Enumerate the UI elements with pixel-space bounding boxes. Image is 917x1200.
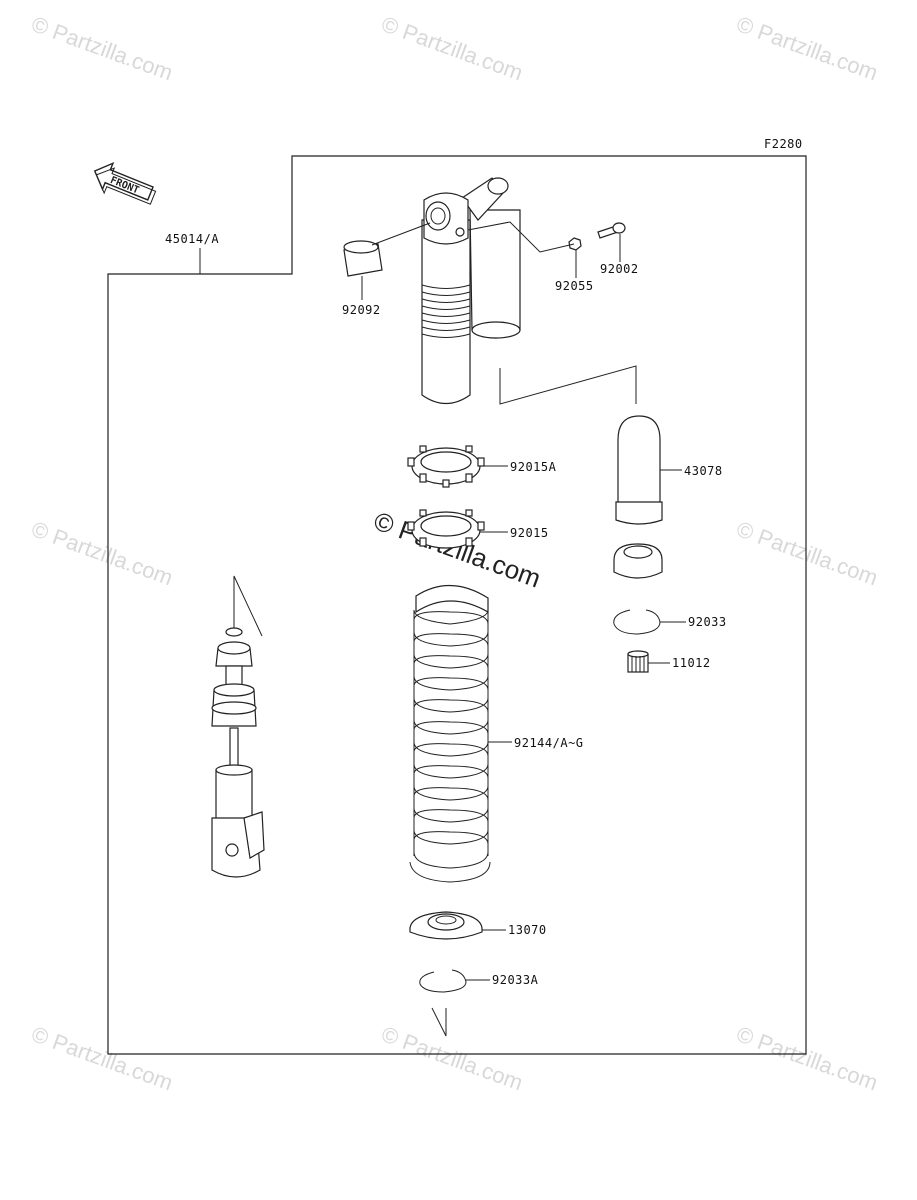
front-arrow-icon: FRONT [93,161,157,205]
label-92002: 92002 [600,262,639,276]
leader-92055 [467,221,575,253]
part-13070-seat [409,911,483,940]
part-92144-spring [409,584,491,883]
label-11012: 11012 [672,656,711,670]
part-92033-circlip [613,609,661,635]
watermark-text: © Partzilla.com [733,516,881,590]
leader-bottom [431,1007,447,1037]
label-92033A: 92033A [492,973,539,987]
assembly-frame [107,155,807,1055]
label-92144: 92144/A~G [514,736,584,750]
damper-rod-illustration [211,575,265,878]
label-92015: 92015 [510,526,549,540]
watermark-text: © Partzilla.com [733,1021,881,1095]
part-92015-nut [407,509,485,549]
watermark-text: © Partzilla.com [378,1021,526,1095]
label-92033: 92033 [688,615,727,629]
label-92015A: 92015A [510,460,557,474]
part-92092-bushing [343,240,383,277]
watermark-text: © Partzilla.com [28,11,176,85]
watermark-text: © Partzilla.com [378,11,526,85]
label-92055: 92055 [555,279,594,293]
label-45014: 45014/A [165,232,219,246]
label-43078: 43078 [684,464,723,478]
part-reservoir-cap [613,543,663,579]
leader-43078-group [499,365,637,405]
part-11012-valve [627,650,649,673]
watermark-text: © Partzilla.com [28,1021,176,1095]
part-92002-bolt [597,222,626,239]
label-92092: 92092 [342,303,381,317]
part-92055-oring [568,237,582,251]
leader-92092 [371,222,431,246]
part-92033A-circlip [419,969,467,993]
part-43078-bladder [615,415,663,525]
watermark-text: © Partzilla.com [733,11,881,85]
part-92015A-locknut [407,445,485,488]
watermark-text: © Partzilla.com [28,516,176,590]
label-13070: 13070 [508,923,547,937]
shock-body-illustration [421,177,521,405]
figure-code: F2280 [764,137,803,151]
